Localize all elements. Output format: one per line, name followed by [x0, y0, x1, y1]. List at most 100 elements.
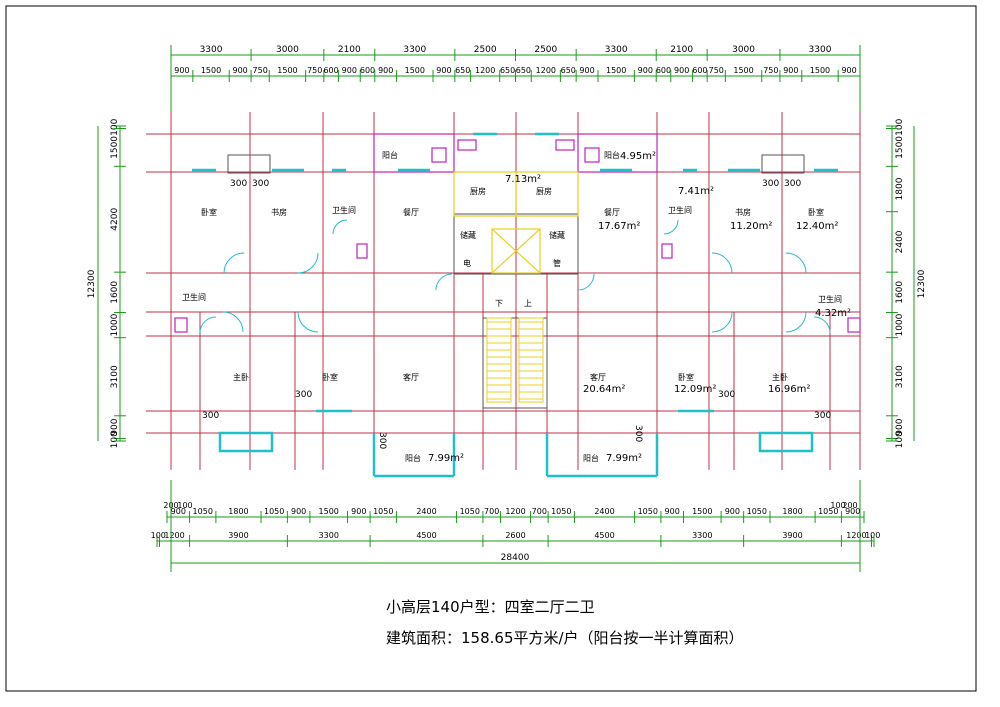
label-balcony-br: 阳台	[583, 453, 599, 463]
label-storage-l: 储藏	[460, 230, 476, 240]
top-outer-dim-value: 2500	[534, 45, 557, 55]
bottom-small-dim: 100	[830, 501, 845, 510]
top-outer-dim-value: 3300	[809, 45, 832, 55]
left-dim-value: 4200	[110, 208, 120, 231]
area-bedroom-top: 12.40m²	[796, 221, 838, 232]
room-labels: 卧室 书房 卫生间 餐厅 阳台 厨房 厨房 储藏 储藏 电 管 阳台 餐厅 卫生…	[182, 150, 842, 463]
right-dim-value: 1000	[895, 313, 905, 336]
top-inner-dim-value: 900	[378, 66, 393, 75]
top-inner-dim-value: 900	[579, 66, 594, 75]
svg-text:300: 300	[377, 432, 387, 449]
top-inner-dim-value: 1500	[810, 66, 830, 75]
top-inner-dim-value: 900	[638, 66, 653, 75]
area-bath-side: 4.32m²	[815, 308, 851, 319]
area-balcony-r: 7.99m²	[606, 453, 642, 464]
bottom-detail-dim-value: 1050	[638, 507, 658, 516]
top-outer-dim-value: 3000	[732, 45, 755, 55]
top-inner-dim-value: 1500	[405, 66, 425, 75]
label-storage-r: 储藏	[549, 230, 565, 240]
top-inner-dim-value: 900	[174, 66, 189, 75]
top-outer-dim-value: 2100	[670, 45, 693, 55]
top-inner-dim-value: 600	[692, 66, 707, 75]
top-inner-dim-value: 1500	[201, 66, 221, 75]
area-master: 16.96m²	[768, 384, 810, 395]
top-inner-dim-value: 1200	[536, 66, 556, 75]
top-inner-dim-value: 600	[323, 66, 338, 75]
label-bedroom-br: 卧室	[678, 372, 694, 382]
label-dining-r: 餐厅	[604, 208, 620, 217]
top-inner-dim-value: 750	[763, 66, 778, 75]
top-outer-dim-value: 3300	[605, 45, 628, 55]
caption-unit-type: 小高层140户型：四室二厅二卫	[386, 598, 595, 616]
area-dining: 17.67m²	[598, 221, 640, 232]
svg-text:300: 300	[762, 179, 779, 189]
top-inner-dim-value: 750	[253, 66, 268, 75]
bottom-detail-dim-value: 1050	[551, 507, 571, 516]
label-duct: 管	[553, 258, 561, 268]
top-inner-dim-value: 900	[674, 66, 689, 75]
top-outer-dim-value: 2100	[338, 45, 361, 55]
bottom-detail-dim-value: 1050	[460, 507, 480, 516]
total-dim-value: 28400	[501, 553, 530, 563]
top-inner-dim-value: 900	[342, 66, 357, 75]
top-inner-dim-value: 1500	[277, 66, 297, 75]
label-balcony-top-r: 阳台	[604, 150, 620, 160]
bottom-detail-dim-value: 700	[532, 507, 547, 516]
top-inner-dim-value: 1200	[475, 66, 495, 75]
label-bedroom-bl: 卧室	[322, 372, 338, 382]
bottom-detail-dim-value: 2400	[594, 507, 614, 516]
right-dim-value: 1500	[895, 136, 905, 159]
area-living: 20.64m²	[583, 384, 625, 395]
left-dim-value: 3100	[110, 365, 120, 388]
label-study-tr: 书房	[735, 207, 751, 217]
svg-text:300: 300	[252, 179, 269, 189]
area-balcony-top: 4.95m²	[620, 151, 656, 162]
right-dim-value: 1800	[895, 177, 905, 200]
top-inner-dim-value: 650	[455, 66, 470, 75]
label-bedroom-tr: 卧室	[808, 207, 824, 217]
bottom-detail-dim-value: 1050	[264, 507, 284, 516]
left-dim-value: 1600	[110, 281, 120, 304]
bottom-axis-dim-value: 100	[151, 531, 166, 540]
label-bedroom-tl: 卧室	[201, 207, 217, 217]
label-elec: 电	[463, 258, 471, 268]
left-dim-value: 100	[110, 118, 120, 135]
svg-text:300: 300	[784, 179, 801, 189]
left-dim-value: 1500	[110, 136, 120, 159]
bottom-small-dim: 100	[177, 501, 192, 510]
bottom-axis-dim-value: 2600	[505, 531, 525, 540]
bottom-axis-dim-value: 3900	[782, 531, 802, 540]
area-labels: 4.95m² 7.13m² 7.41m² 17.67m² 11.20m² 12.…	[428, 151, 851, 464]
bottom-detail-dim-value: 1050	[193, 507, 213, 516]
top-balconies	[174, 133, 861, 333]
label-down: 下	[495, 299, 503, 308]
bottom-detail-dim-value: 900	[291, 507, 306, 516]
area-bath-top: 7.41m²	[678, 186, 714, 197]
top-inner-dim-value: 600	[656, 66, 671, 75]
label-balcony-bl: 阳台	[405, 453, 421, 463]
svg-text:300: 300	[633, 425, 643, 442]
bottom-axis-dim-value: 100	[865, 531, 880, 540]
label-kitchen-r: 厨房	[536, 186, 552, 196]
label-bath-side-r: 卫生间	[818, 294, 842, 304]
label-balcony-top-l: 阳台	[382, 150, 398, 160]
bottom-axis-dim-value: 3300	[319, 531, 339, 540]
bottom-detail-dim-value: 2400	[416, 507, 436, 516]
label-up: 上	[524, 299, 532, 308]
bottom-detail-dim-value: 900	[845, 507, 860, 516]
bottom-detail-dim-value: 700	[484, 507, 499, 516]
label-bath-tr: 卫生间	[668, 205, 692, 215]
top-inner-dim-value: 900	[233, 66, 248, 75]
bottom-axis-dim-value: 3300	[692, 531, 712, 540]
right-dim-value: 1600	[895, 281, 905, 304]
bottom-detail-dim-value: 900	[171, 507, 186, 516]
bottom-detail-dim-value: 900	[725, 507, 740, 516]
top-inner-dim-value: 650	[500, 66, 515, 75]
svg-text:300: 300	[718, 390, 735, 400]
top-inner-dim-value: 900	[783, 66, 798, 75]
doors	[199, 219, 831, 334]
